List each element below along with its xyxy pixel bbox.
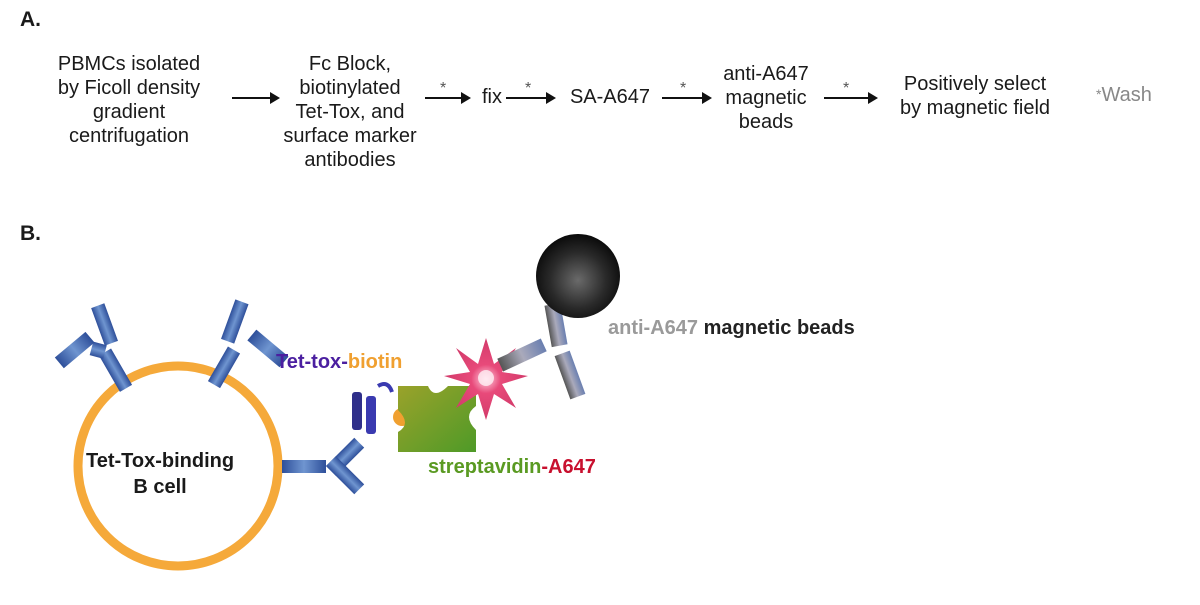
arrow-4 (662, 92, 712, 104)
step-fc-block: Fc Block, biotinylated Tet-Tox, and surf… (283, 53, 417, 171)
step-fix: fix (482, 86, 502, 108)
wash-legend: *Wash (1096, 84, 1152, 107)
step-magnetic-beads: anti-A647 magnetic beads (723, 63, 809, 133)
antibody-right (282, 437, 365, 495)
b-cell (73, 361, 283, 571)
step-positive-selection: Positively select by magnetic field (899, 73, 1051, 119)
b-cell-label: Tet-Tox-binding B cell (86, 450, 235, 498)
tet-tox-biotin-label: Tet-tox-biotin (276, 351, 402, 374)
wash-legend-text: Wash (1101, 84, 1152, 106)
wash-star-4: * (843, 80, 850, 97)
tet-tox-dash: - (341, 351, 348, 373)
magnetic-bead (536, 234, 620, 318)
biotin-label: biotin (347, 351, 403, 373)
a647-label: A647 (548, 456, 596, 478)
tet-tox-label: Tet-tox (276, 351, 342, 373)
panel-a-label: A. (20, 8, 41, 31)
wash-legend-star: * (1096, 86, 1102, 102)
tet-tox-molecule (352, 382, 394, 434)
antibody-top-left (54, 303, 133, 392)
magnetic-beads-text: magnetic beads (703, 317, 855, 339)
arrow-2 (425, 92, 471, 104)
magnetic-beads-label: anti-A647 magnetic beads (608, 317, 855, 340)
antibody-top-right (207, 299, 289, 389)
streptavidin-dash: - (541, 456, 549, 478)
arrow-3 (506, 92, 556, 104)
arrow-1 (232, 92, 280, 104)
step-sa-a647: SA-A647 (569, 86, 651, 108)
wash-star-2: * (525, 80, 532, 97)
panel-b-label: B. (20, 222, 41, 245)
streptavidin-label: streptavidin (428, 456, 542, 478)
arrow-5 (824, 92, 878, 104)
wash-star-1: * (440, 80, 447, 97)
streptavidin-a647-label: streptavidin-A647 (428, 456, 596, 479)
streptavidin-block (398, 386, 476, 452)
anti-a647-label: anti-A647 (608, 317, 699, 339)
wash-star-3: * (680, 80, 687, 97)
step-pbmc-isolation: PBMCs isolated by Ficoll density gradien… (57, 53, 201, 147)
